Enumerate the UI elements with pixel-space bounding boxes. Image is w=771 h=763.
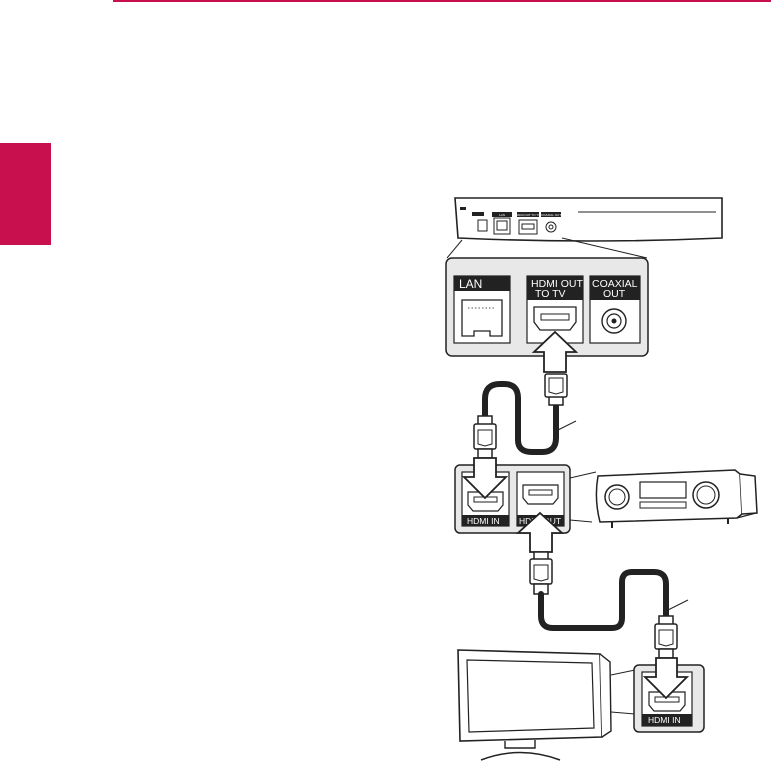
rear-label-lan: LAN [499, 213, 505, 217]
lan-label: LAN [459, 277, 482, 291]
hdmi-plug-icon [544, 373, 568, 406]
tv-hdmi-in-label: HDMI IN [648, 715, 681, 725]
hdmi-plug-icon [473, 415, 497, 459]
receiver-hdmi-in-label: HDMI IN [467, 516, 500, 526]
chapter-tab [0, 143, 51, 245]
coaxial-label-1: COAXIAL [592, 278, 638, 290]
tv-icon [457, 649, 612, 761]
arrow-icon [642, 657, 690, 700]
hdmi-cable-1 [482, 381, 559, 455]
arrow-icon [461, 457, 509, 500]
arrow-icon [531, 330, 579, 373]
hdmi-cable-2 [538, 569, 669, 631]
hdmi-plug-icon [654, 615, 678, 659]
coaxial-label-2: OUT [603, 288, 626, 300]
header-rule [113, 0, 771, 2]
player-port-panel: LAN HDMI OUT TO TV COAXIAL OUT [445, 257, 649, 357]
bluray-player-icon: LAN HDMI OUT TO TV COAXIAL OUT [454, 197, 723, 242]
receiver-port-panel: HDMI IN HDMI OUT [454, 464, 571, 534]
rear-label-coaxial: COAXIAL OUT [541, 213, 561, 217]
av-receiver-icon [595, 469, 758, 528]
hdmi-out-label-1: HDMI OUT [531, 278, 583, 290]
hdmi-plug-icon [529, 551, 553, 595]
rear-label-hdmi: HDMI OUT TO TV [516, 213, 540, 217]
hdmi-out-label-2: TO TV [535, 288, 566, 300]
